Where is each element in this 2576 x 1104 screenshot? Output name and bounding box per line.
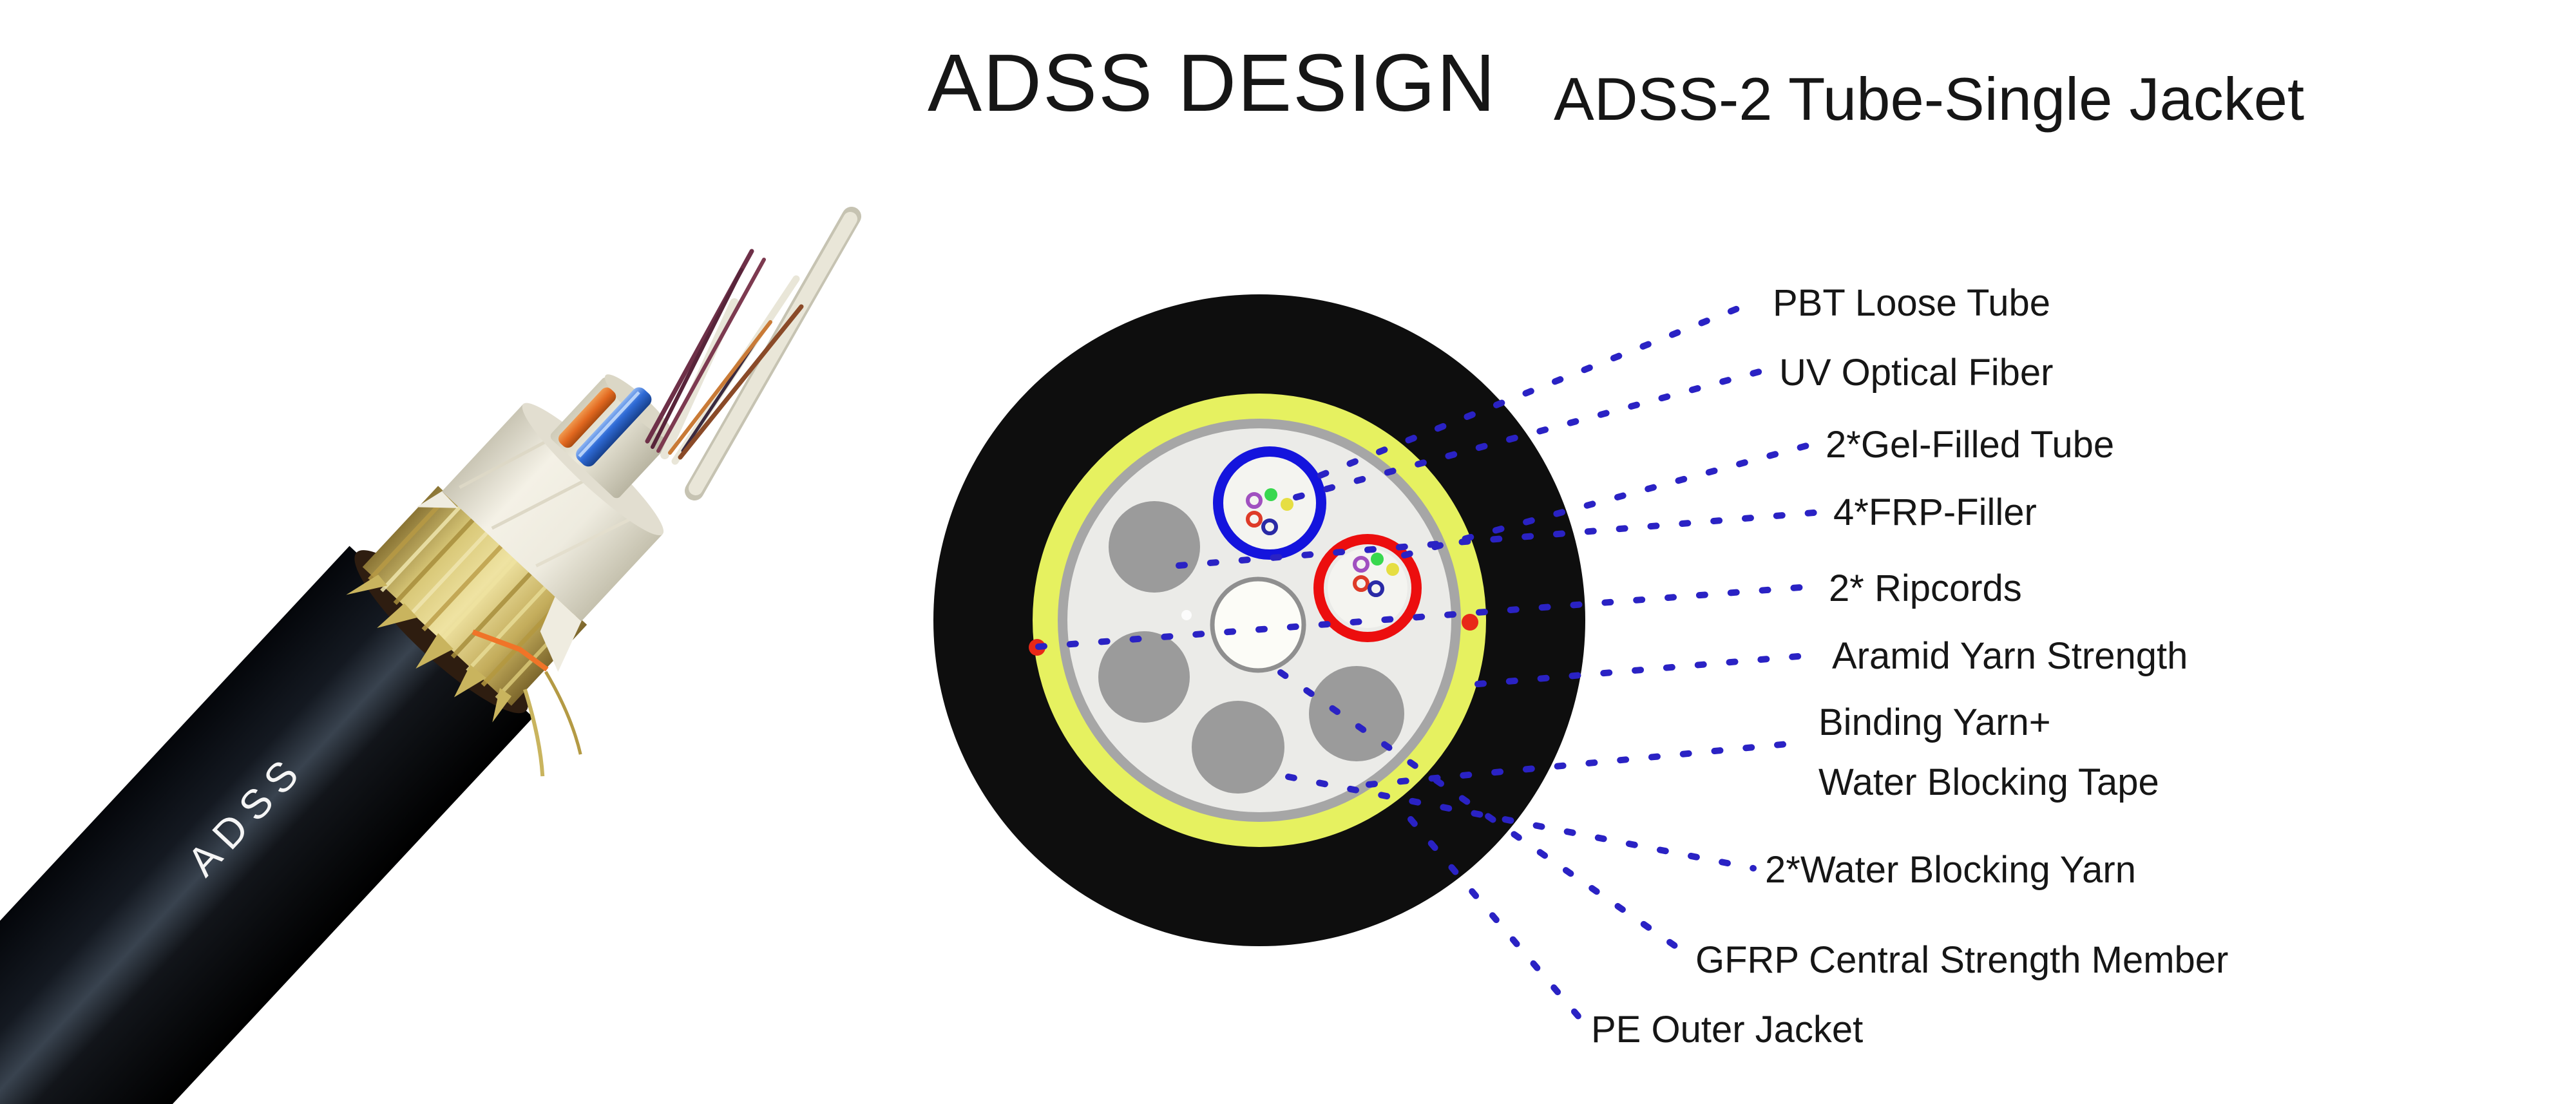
optical-fibers [1246,488,1399,597]
page-subtitle: ADSS-2 Tube-Single Jacket [1554,65,2305,133]
frp-filler-2 [1098,631,1190,723]
leader-pe-outer-jacket [1407,816,1583,1021]
orange-fiber-2 [678,304,804,460]
fiber-red-1 [1246,511,1263,528]
maroon-fiber-2 [651,268,743,449]
maroon-fiber-3 [656,258,766,453]
frp-filler-1 [1109,501,1200,593]
cable-jacket [0,546,533,1104]
leader-binding-yarn-tape [1366,739,1811,788]
label-water-blocking-tape: Water Blocking Tape [1818,761,2159,803]
frp-rod-thick [689,212,857,495]
label-binding-yarn: Binding Yarn+ [1818,701,2051,743]
label-gfrp-central-strength-member: GFRP Central Strength Member [1695,939,2229,981]
aramid-yarn-section [346,472,587,777]
label-aramid-yarn-strength: Aramid Yarn Strength [1832,635,2188,677]
leader-ripcords [1035,583,1820,650]
leader-gel-filled-tube [1401,441,1815,558]
leader-aramid-yarn [1474,651,1824,687]
frp-fillers [1098,501,1404,794]
gfrp-central-strength-member [1210,576,1306,673]
ripcord-right [1462,614,1478,631]
orange-fiber-1 [668,320,772,455]
aramid-fray [346,575,512,723]
fiber-green-2 [1371,553,1384,566]
label-uv-optical-fiber: UV Optical Fiber [1779,352,2054,394]
fiber-navy-2 [1368,580,1384,597]
orange-tube [558,387,616,448]
label-frp-filler: 4*FRP-Filler [1833,491,2037,533]
leader-frp-filler [1176,509,1825,569]
blue-tube-inner [1223,457,1316,549]
label-ripcords: 2* Ripcords [1829,567,2022,609]
label-pe-outer-jacket: PE Outer Jacket [1591,1009,1864,1051]
fiber-navy-1 [1261,519,1278,535]
fiber-red-2 [1353,575,1369,592]
gel-filled-tube-red [1313,534,1422,642]
fiber-green-1 [1264,488,1277,501]
photo-ripcord-strand [472,629,549,672]
fiber-purple-1 [1246,492,1263,509]
cable-photo: ADSS [0,207,861,1104]
frp-filler-4 [1309,666,1404,761]
leader-gfrp-central-member [1277,669,1687,955]
exposed-core-tubes [550,374,674,499]
fiber-yellow-1 [1281,498,1293,511]
fiber-strands [645,207,861,500]
label-gel-filled-tube: 2*Gel-Filled Tube [1826,424,2115,466]
cross-section [933,294,1585,946]
fiber-yellow-2 [1386,563,1399,576]
gel-filled-tube-blue [1213,446,1326,560]
label-water-blocking-yarn: 2*Water Blocking Yarn [1765,849,2136,891]
frp-filler-3 [1192,701,1284,794]
blue-loose-tube [576,387,652,467]
leader-lines [1035,298,1825,1021]
fiber-purple-2 [1353,556,1369,573]
page-title: ADSS DESIGN [928,37,1497,128]
label-pbt-loose-tube: PBT Loose Tube [1773,282,2051,324]
core-highlight [1181,610,1192,620]
